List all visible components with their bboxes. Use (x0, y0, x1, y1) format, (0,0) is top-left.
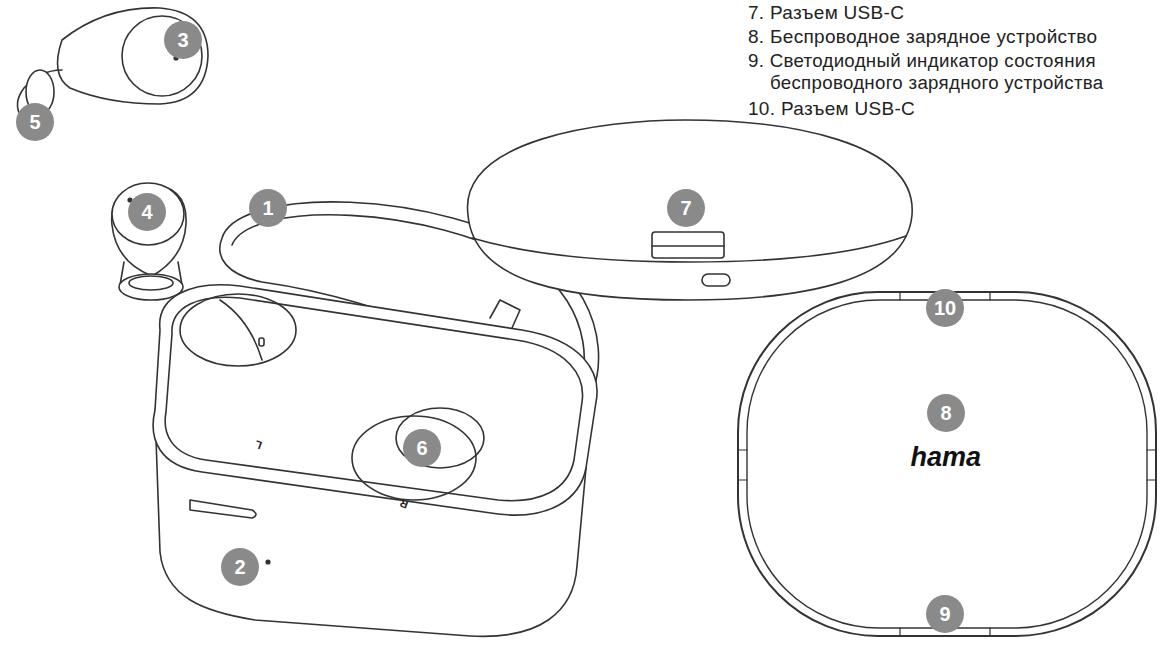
callout-circle: 3 (164, 21, 202, 59)
callout-circle: 6 (403, 429, 441, 467)
callout-number: 2 (234, 557, 245, 577)
part-legend-item: 10. Разъем USB-C (748, 98, 915, 121)
callout-circle: 10 (926, 289, 964, 327)
callout-circle: 1 (249, 189, 287, 227)
earbud-right (17, 8, 208, 118)
callout-number: 4 (141, 202, 152, 222)
callout-number: 10 (934, 298, 956, 318)
callout-circle: 5 (16, 103, 54, 141)
part-legend-item: 8. Беспроводное зарядное устройство (748, 26, 1097, 49)
callout-circle: 8 (927, 394, 965, 432)
callout-number: 6 (416, 438, 427, 458)
callout-number: 3 (177, 30, 188, 50)
earbud-left (112, 183, 186, 300)
callout-circle: 7 (667, 189, 705, 227)
callout-circle: 2 (221, 548, 259, 586)
callout-number: 9 (939, 604, 950, 624)
wireless-charger (738, 292, 1156, 636)
callout-number: 5 (29, 112, 40, 132)
callout-circle: 4 (128, 193, 166, 231)
charging-case-closed (467, 120, 912, 300)
callout-number: 7 (680, 198, 691, 218)
callout-circle: 9 (926, 595, 964, 633)
callout-number: 1 (262, 198, 273, 218)
brand-logo: hama (911, 441, 982, 473)
part-legend-item: 9. Светодиодный индикатор состояния бесп… (748, 50, 1162, 95)
part-legend-item: 7. Разъем USB-C (748, 2, 904, 25)
callout-number: 8 (940, 403, 951, 423)
